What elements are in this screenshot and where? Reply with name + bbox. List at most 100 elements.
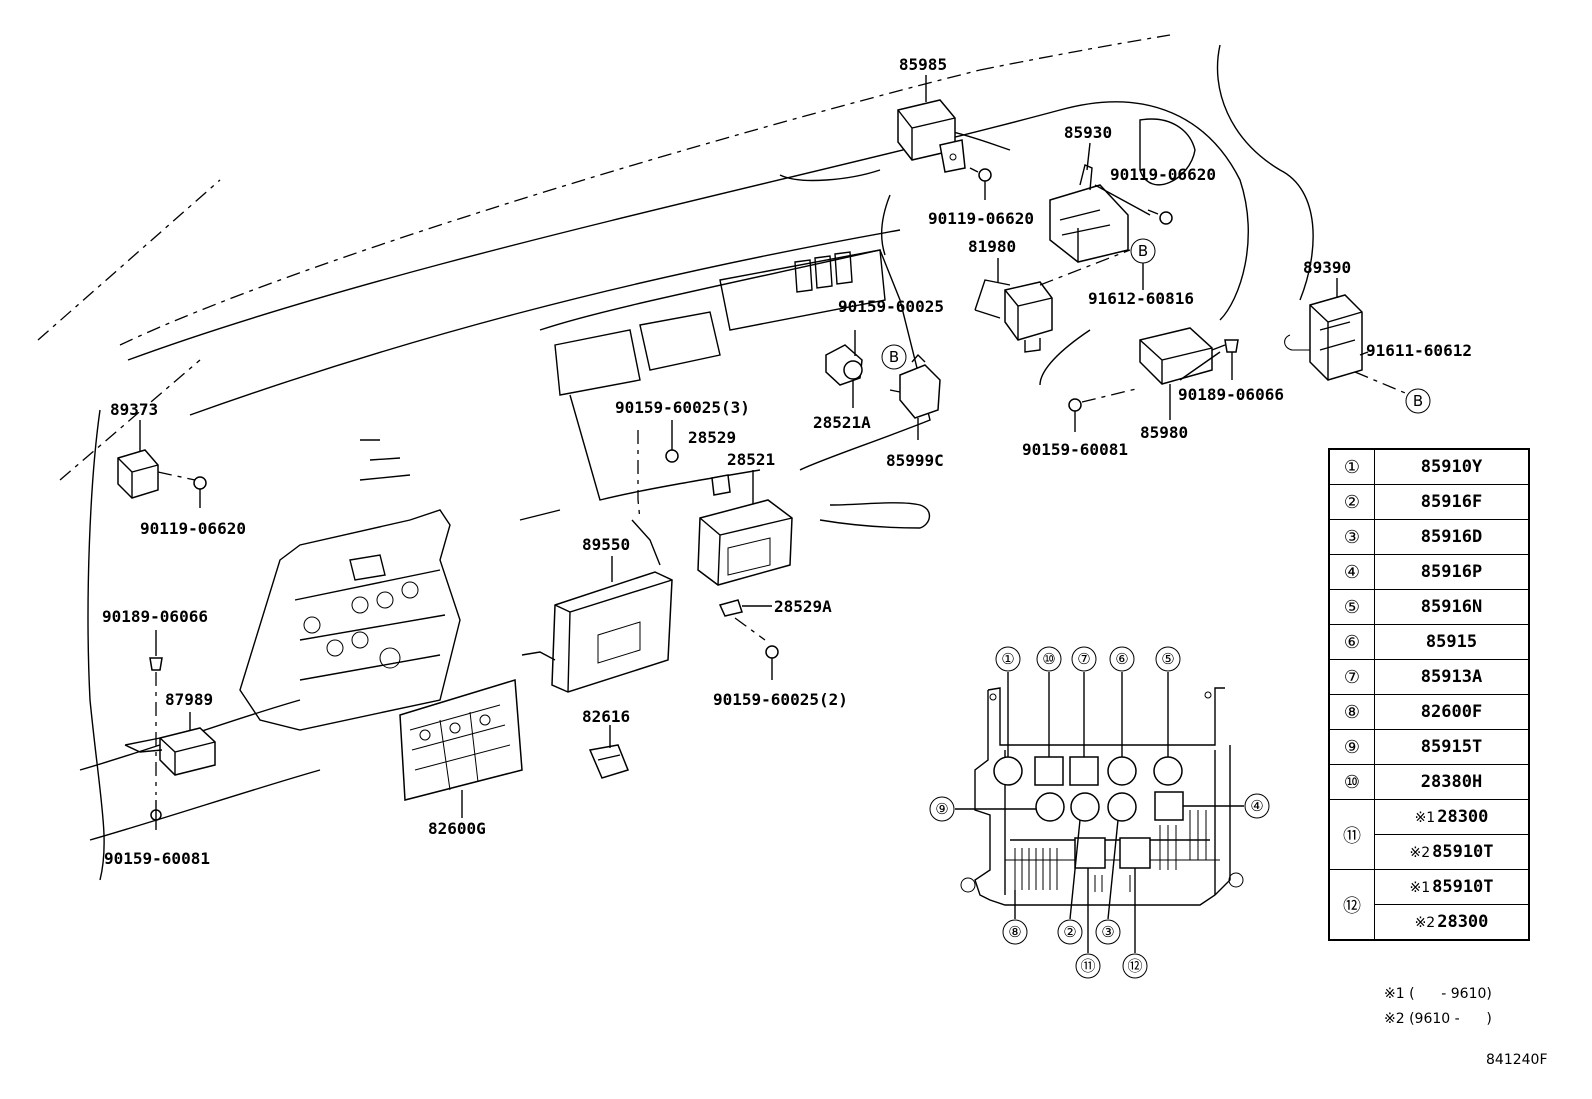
module-81980[interactable] bbox=[974, 279, 1053, 353]
legend-mark: ※1 bbox=[1414, 810, 1436, 826]
legend-part: 28380H bbox=[1374, 764, 1530, 800]
legend-part: 85915T bbox=[1374, 729, 1530, 765]
legend-num: ① bbox=[1328, 448, 1375, 485]
callout-90159-60081-a: 90159-60081 bbox=[1022, 440, 1128, 459]
callout-28529: 28529 bbox=[688, 428, 736, 447]
clip-90189-b[interactable] bbox=[149, 630, 163, 671]
callout-85980: 85980 bbox=[1140, 423, 1188, 442]
ref-mark-b-2: B bbox=[881, 344, 907, 370]
svg-text:⑦: ⑦ bbox=[1077, 650, 1090, 668]
svg-text:⑤: ⑤ bbox=[1161, 650, 1174, 668]
bracket-28529A[interactable] bbox=[718, 599, 772, 617]
module-89390[interactable] bbox=[1284, 294, 1363, 381]
bolt-90119-a[interactable] bbox=[969, 167, 992, 200]
svg-text:⑪: ⑪ bbox=[1080, 957, 1095, 975]
relay-85980[interactable] bbox=[1139, 327, 1226, 385]
svg-text:⑥: ⑥ bbox=[1115, 650, 1128, 668]
part-callouts: 85985 85930 90119-06620 90119-06620 8198… bbox=[102, 55, 1472, 868]
legend-part: 85916D bbox=[1374, 519, 1530, 555]
legend-part-value: 85910T bbox=[1432, 842, 1494, 862]
callout-28521A: 28521A bbox=[813, 413, 871, 432]
legend-part-value: 85910T bbox=[1432, 877, 1494, 897]
callout-91612-60816: 91612-60816 bbox=[1088, 289, 1194, 308]
bolt-90159-25-2[interactable] bbox=[765, 645, 779, 680]
callout-90159-60081-b: 90159-60081 bbox=[104, 849, 210, 868]
note-1: ※1 ( - 9610) bbox=[1384, 986, 1492, 1002]
callout-90159-60025-3: 90159-60025(3) bbox=[615, 398, 750, 417]
callout-85999C: 85999C bbox=[886, 451, 944, 470]
module-85930[interactable] bbox=[1049, 164, 1151, 263]
note-2: ※2 (9610 - ) bbox=[1384, 1011, 1492, 1027]
callout-85985: 85985 bbox=[899, 55, 947, 74]
legend-num: ⑦ bbox=[1328, 659, 1375, 695]
legend-num: ② bbox=[1328, 484, 1375, 520]
fuse-box-diagram bbox=[960, 687, 1244, 906]
legend-num: ⑤ bbox=[1328, 589, 1375, 625]
bolt-90159-81b[interactable] bbox=[150, 800, 162, 830]
fuse-leader-lines bbox=[955, 672, 1244, 953]
callout-89390: 89390 bbox=[1303, 258, 1351, 277]
callout-90189-06066-a: 90189-06066 bbox=[1178, 385, 1284, 404]
relay-87989[interactable] bbox=[124, 727, 216, 776]
callout-85930: 85930 bbox=[1064, 123, 1112, 142]
legend-part: 85916F bbox=[1374, 484, 1530, 520]
svg-text:③: ③ bbox=[1101, 923, 1114, 941]
bolt-90119-b[interactable] bbox=[1147, 209, 1173, 225]
bolt-90159-81a[interactable] bbox=[1068, 398, 1082, 432]
fuse-label-82600G[interactable] bbox=[399, 679, 523, 801]
callout-90159-60025: 90159-60025 bbox=[838, 297, 944, 316]
dashboard-outline bbox=[37, 34, 1314, 881]
callout-82616: 82616 bbox=[582, 707, 630, 726]
figure-code: 841240F bbox=[1486, 1052, 1548, 1068]
legend-part: 85913A bbox=[1374, 659, 1530, 695]
part-82616[interactable] bbox=[588, 744, 629, 779]
legend-part-value: 28300 bbox=[1437, 807, 1489, 827]
bolt-90159-25-3[interactable] bbox=[665, 420, 679, 463]
legend-num: ③ bbox=[1328, 519, 1375, 555]
relay-89373[interactable] bbox=[117, 449, 159, 499]
callout-90189-06066-b: 90189-06066 bbox=[102, 607, 208, 626]
legend-part: 85916N bbox=[1374, 589, 1530, 625]
clip-90189-a[interactable] bbox=[1224, 339, 1239, 380]
callout-90119-06620-b: 90119-06620 bbox=[928, 209, 1034, 228]
callout-89373: 89373 bbox=[110, 400, 158, 419]
relay-85985[interactable] bbox=[897, 99, 966, 173]
legend-num: ⑧ bbox=[1328, 694, 1375, 730]
legend-part: 85915 bbox=[1374, 624, 1530, 660]
legend-part: 82600F bbox=[1374, 694, 1530, 730]
svg-text:②: ② bbox=[1063, 923, 1076, 941]
bracket-28529[interactable] bbox=[711, 474, 731, 496]
svg-text:④: ④ bbox=[1250, 797, 1263, 815]
ecu-89550[interactable] bbox=[521, 519, 673, 693]
junction-block-frame bbox=[239, 509, 461, 731]
bolt-90119-c[interactable] bbox=[193, 476, 207, 508]
fuse-slots bbox=[993, 756, 1207, 892]
callout-28521: 28521 bbox=[727, 450, 775, 469]
ref-mark-b-1: B bbox=[1130, 238, 1156, 264]
switch-28521A[interactable] bbox=[825, 344, 863, 386]
callout-82600G: 82600G bbox=[428, 819, 486, 838]
legend-mark: ※2 bbox=[1409, 845, 1431, 861]
switch-85999C[interactable] bbox=[889, 353, 941, 419]
svg-text:⑩: ⑩ bbox=[1042, 650, 1055, 668]
module-28521[interactable] bbox=[697, 499, 793, 586]
callout-90119-06620-a: 90119-06620 bbox=[1110, 165, 1216, 184]
